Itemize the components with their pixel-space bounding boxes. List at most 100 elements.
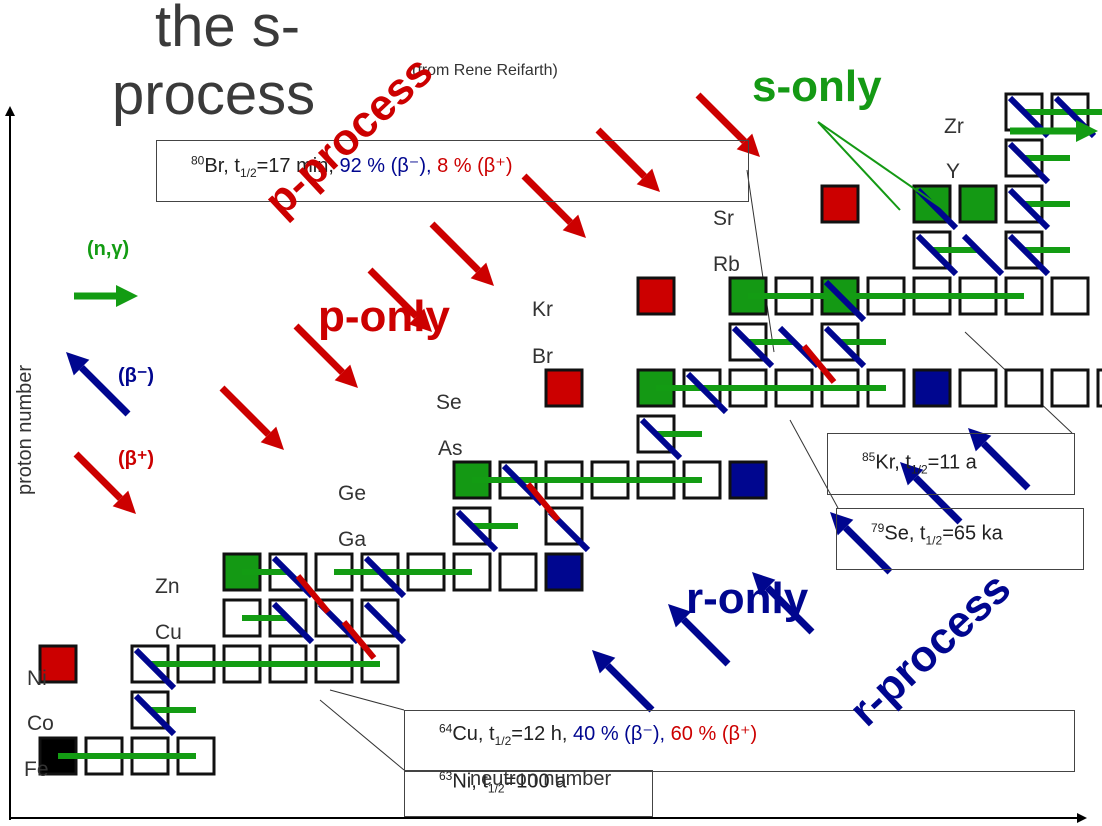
nuclide-box-p-only [820,184,860,224]
r-process-arrow-shaft [913,475,963,525]
element-ge: Ge [338,482,367,505]
p-process-arrow-shaft [367,267,419,319]
br80-beta-minus: 92 % (β⁻) [339,155,426,177]
legend-beta-plus-arrow-shaft [73,451,123,501]
r-process-arrow-shaft [981,441,1031,491]
nuclide-box-p-only [38,644,78,684]
nuclide-box-stable [1096,368,1102,408]
element-br: Br [532,345,553,368]
p-process-arrow-shaft [429,221,481,273]
element-co: Co [27,712,54,735]
r-process-arrow-head [900,462,924,486]
callout-kr85: 85Kr, t1/2=11 a [827,433,1075,495]
element-zn: Zn [155,575,180,598]
beta-minus-link [823,279,867,323]
s-process-continue-arrow-head [1076,120,1098,142]
beta-minus-link [133,647,177,691]
r-process-arrow-head [830,512,854,536]
p-process-arrow-shaft [521,173,573,225]
p-process-arrow-shaft [695,92,747,144]
cu64-sep: , [659,723,671,745]
p-process-arrow-head [408,308,432,332]
p-process-arrow-head [470,262,494,286]
p-process-arrow-shaft [219,385,271,437]
beta-minus-link [1007,187,1051,231]
p-process-arrow-head [334,364,358,388]
callout-se79: 79Se, t1/2=65 ka [836,508,1084,570]
cu64-half: 1/2 [494,734,512,748]
beta-minus-link [823,325,867,369]
legend-beta-plus-arrow-head [112,490,136,514]
ni63-time: =100 a [504,770,567,793]
callout-ni63: 63Ni, t1/2=100 a [404,769,653,817]
beta-minus-link [685,371,729,415]
callout-cu64: 64Cu, t1/2=12 h, 40 % (β⁻), 60 % (β⁺) [404,710,1075,772]
br80-mass: 80 [191,153,205,168]
x-axis-label: neutron number [470,768,612,790]
nuclide-box-p-only [636,276,676,316]
legend-beta-minus: (β⁻) [118,365,155,387]
p-process-arrow-shaft [293,323,345,375]
element-ni: Ni [27,667,47,690]
element-fe: Fe [24,758,49,781]
nuclide-box-stable [1050,276,1090,316]
beta-plus-link [341,620,377,660]
se79-half: 1/2 [925,533,943,548]
r-process-arrow-shaft [843,525,893,575]
se79-nuclide: Se, t [884,522,926,545]
br80-beta-plus: 8 % (β⁺) [437,155,513,177]
label-p-only: p-only [318,292,450,341]
br80-half: 1/2 [239,166,257,180]
element-kr: Kr [532,298,553,321]
element-rb: Rb [713,253,740,276]
cu64-mass: 64 [439,721,453,736]
kr85-half: 1/2 [910,462,928,477]
kr85-nuclide: Kr, t [875,451,911,474]
beta-minus-link [1007,141,1051,185]
nuclide-box-r-only [544,552,584,592]
nuclide-box-p-only [544,368,584,408]
beta-minus-link [1007,233,1051,277]
cu64-nuclide: Cu, t [452,723,495,745]
beta-minus-link [455,509,499,553]
nuclide-box-stable [958,368,998,408]
legend-beta-plus: (β⁺) [118,448,155,470]
title-line-1: the s- [155,0,301,59]
title-line-2: process [112,62,316,127]
s-only-pointer [817,121,901,211]
br80-sep: , [425,155,438,177]
legend-beta-minus-arrow-shaft [79,365,131,417]
r-process-arrow-shaft [605,663,655,713]
br80-time: =17 min, [256,155,340,177]
beta-plus-link [801,344,837,384]
element-as: As [438,437,463,460]
legend-n-gamma: (n,γ) [87,238,130,260]
element-ga: Ga [338,528,367,551]
element-zr: Zr [944,115,964,138]
kr85-mass: 85 [862,450,876,464]
y-axis-label: proton number [14,364,36,495]
r-process-arrow-head [752,572,776,596]
beta-minus-link [961,233,1005,277]
element-se: Se [436,391,462,414]
beta-minus-link [731,325,775,369]
beta-minus-link [271,601,315,645]
label-r-only: r-only [686,574,809,623]
r-process-arrow-head [668,604,692,628]
se79-time: =65 ka [942,522,1003,545]
p-process-arrow-head [260,426,284,450]
beta-minus-link [363,555,407,599]
callout-br80: 80Br, t1/2=17 min, 92 % (β⁻), 8 % (β⁺) [156,140,749,202]
beta-minus-link [639,417,683,461]
r-process-arrow-shaft [681,617,731,667]
p-process-arrow-shaft [595,127,647,179]
beta-minus-link [915,233,959,277]
nuclide-box-r-only [912,368,952,408]
legend-beta-minus-arrow-head [66,352,90,376]
beta-minus-link [363,601,407,645]
nuclide-box-r-only [728,460,768,500]
label-s-only: s-only [752,62,882,111]
cu64-beta-minus: 40 % (β⁻) [573,723,660,745]
